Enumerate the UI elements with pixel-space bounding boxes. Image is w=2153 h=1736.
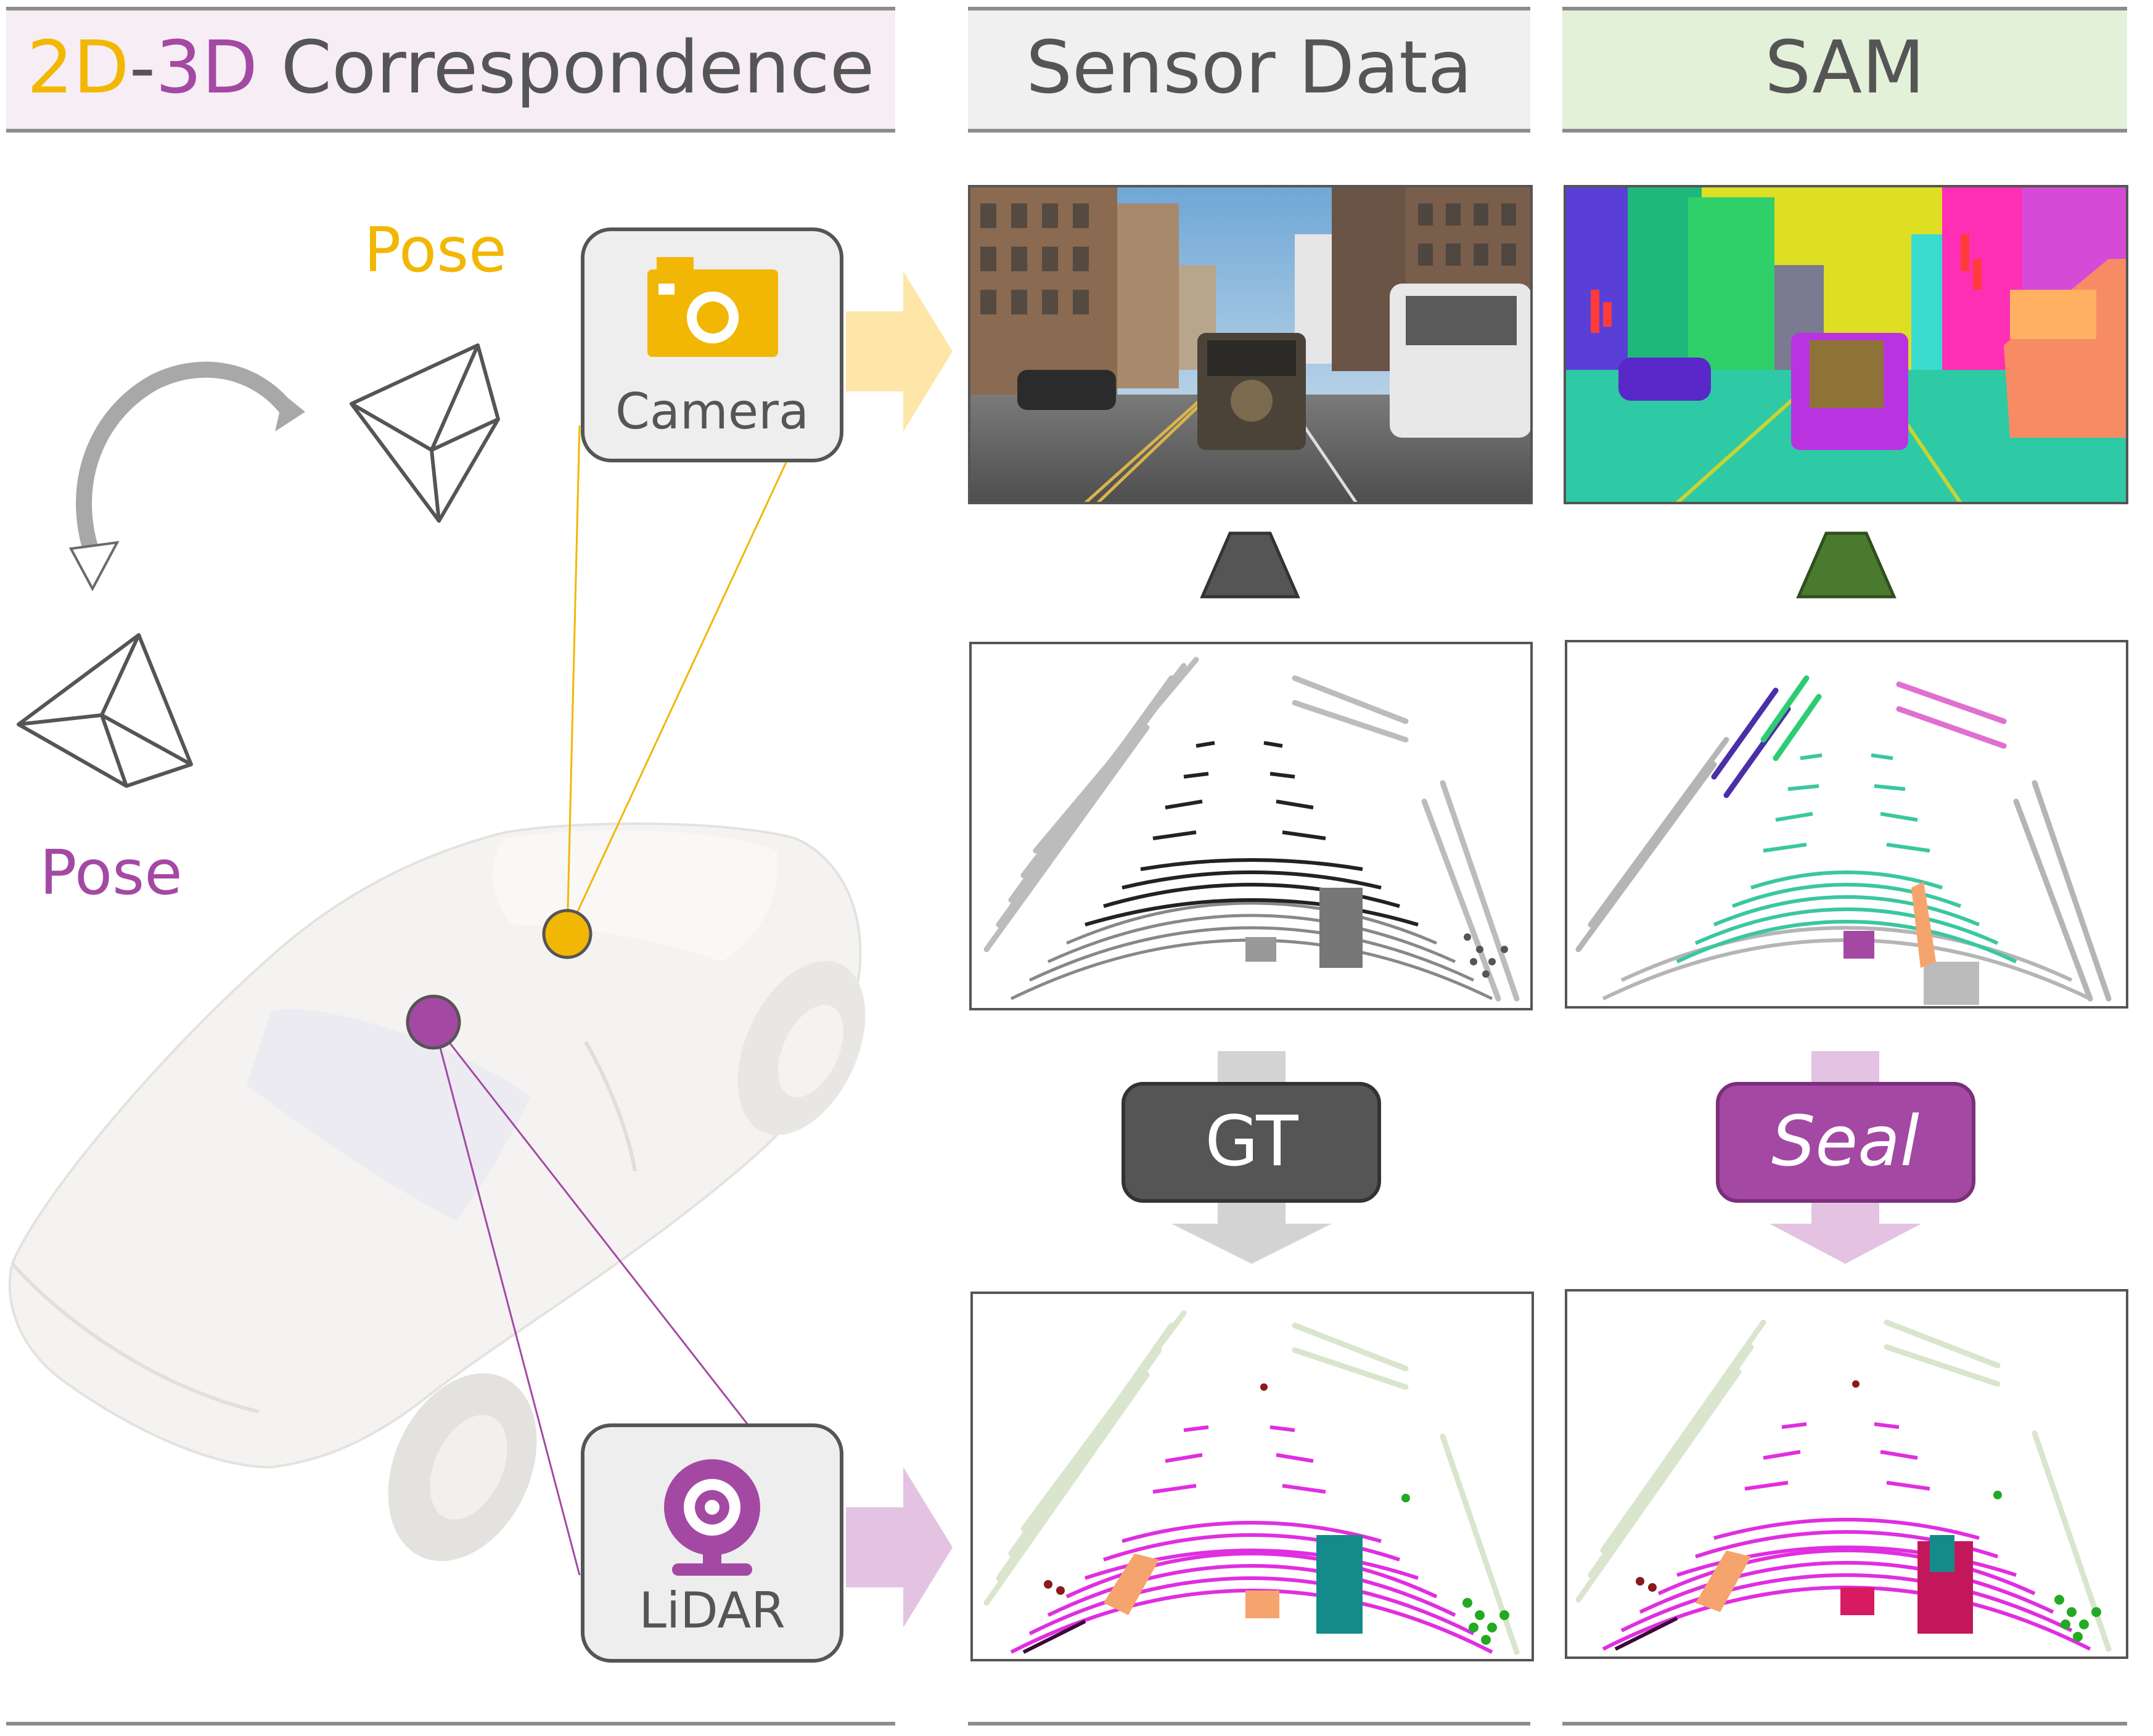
webcam-icon xyxy=(664,1459,760,1576)
right-arrow-icon xyxy=(846,271,953,432)
sam-segmentation-image xyxy=(1565,186,2127,503)
header-middle-title: Sensor Data xyxy=(1026,25,1472,110)
pointcloud-sam xyxy=(1565,640,2128,1009)
header-left: 2D-3D Correspondence xyxy=(6,7,895,133)
pose-lidar-label: Pose xyxy=(39,837,182,909)
header-middle: Sensor Data xyxy=(968,7,1530,133)
lidar-frustum-icon xyxy=(17,633,193,788)
camera-label: Camera xyxy=(615,383,809,440)
header-left-title: 2D-3D Correspondence xyxy=(27,25,875,110)
camera-image-border xyxy=(968,185,1533,504)
camera-sensor-box: Camera xyxy=(581,227,843,462)
pointcloud-gt xyxy=(970,1292,1534,1661)
camera-connection-lines xyxy=(566,425,787,935)
lidar-sensor-box: LiDAR xyxy=(581,1423,843,1663)
camera-frustum-icon xyxy=(350,343,500,523)
right-arrow-icon xyxy=(846,1467,953,1628)
header-right: SAM xyxy=(1562,7,2127,133)
pose-camera-label: Pose xyxy=(364,214,507,286)
seal-label: Seal xyxy=(1771,1102,1919,1182)
gt-label: GT xyxy=(1205,1102,1298,1182)
trapezoid-icon xyxy=(1796,531,1897,599)
lidar-label: LiDAR xyxy=(639,1582,785,1639)
camera-image xyxy=(969,186,1532,503)
car-model xyxy=(8,822,866,1562)
header-right-title: SAM xyxy=(1765,25,1925,110)
pointcloud-seal xyxy=(1565,1289,2128,1659)
pointcloud-raw xyxy=(969,642,1533,1010)
lidar-connection-lines xyxy=(432,1022,753,1576)
camera-icon xyxy=(647,257,778,357)
seal-badge: Seal xyxy=(1716,1082,1975,1203)
lidar-mount-dot xyxy=(406,994,461,1050)
camera-mount-dot xyxy=(542,909,593,959)
down-arrow-icon xyxy=(1770,1224,1921,1264)
down-arrow-icon xyxy=(1171,1224,1332,1264)
sam-image-border xyxy=(1564,185,2128,504)
trapezoid-icon xyxy=(1200,531,1300,599)
rotate-arrow-icon xyxy=(68,361,305,592)
gt-badge: GT xyxy=(1122,1082,1381,1203)
